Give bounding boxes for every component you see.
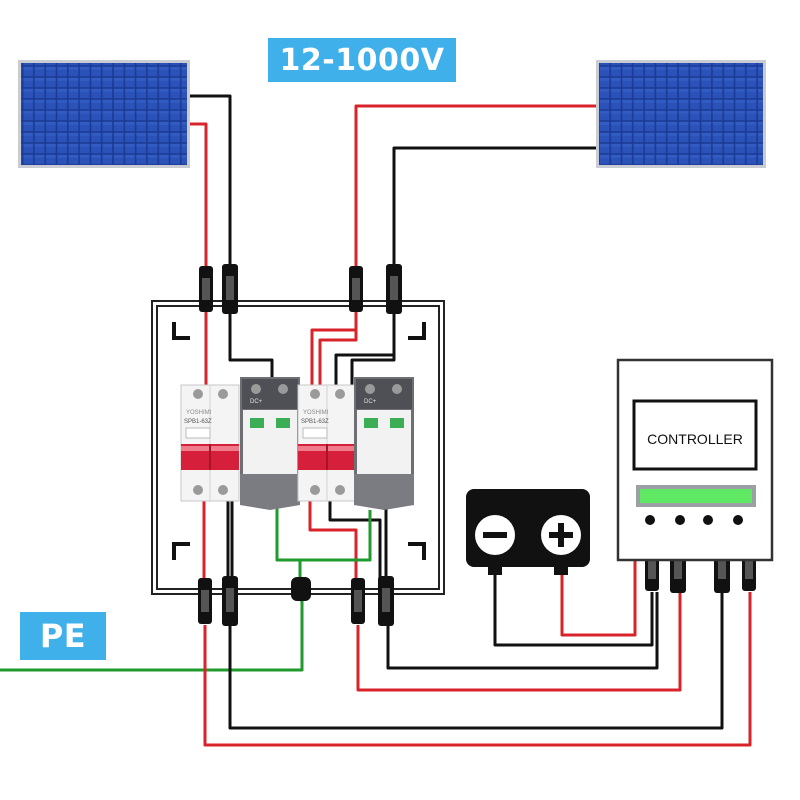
breaker-right-brand: YOSHIMI (303, 410, 329, 416)
breaker-left-model: SPB1-63Z (184, 419, 212, 425)
voltage-badge: 12-1000V (268, 38, 456, 82)
controller-button-1 (645, 515, 655, 525)
wire-left-panel-negative (188, 94, 232, 268)
connector-top-1 (199, 266, 213, 312)
controller-button-4 (733, 515, 743, 525)
connector-bottom-4 (378, 576, 394, 626)
connector-bottom-3 (351, 578, 365, 624)
breaker-left: YOSHIMI SPB1-63Z (180, 384, 240, 502)
wire-earth (275, 505, 372, 562)
solar-panel-left (18, 60, 190, 168)
charge-controller: CONTROLLER (616, 358, 774, 562)
battery (466, 489, 590, 575)
wire-left-panel-positive (190, 122, 208, 268)
solar-panel-right (596, 60, 766, 168)
connector-bottom-1 (198, 578, 212, 624)
controller-button-3 (703, 515, 713, 525)
connector-top-3 (349, 266, 363, 312)
wire-pe (0, 598, 304, 672)
spd-left-label: DC+ (250, 399, 263, 405)
breaker-right-model: SPB1-63Z (301, 419, 329, 425)
wire-right-panel-negative (392, 146, 598, 268)
pe-badge: PE (20, 612, 106, 660)
spd-right-label: DC+ (364, 399, 377, 405)
breaker-right: YOSHIMI SPB1-63Z (297, 384, 357, 502)
spd-right: DC+ (354, 377, 414, 510)
connector-bottom-2 (222, 576, 238, 626)
controller-button-2 (675, 515, 685, 525)
controller-lcd (640, 489, 752, 503)
connector-top-4 (386, 264, 402, 314)
wire-right-panel-positive (354, 104, 598, 268)
connector-top-2 (222, 264, 238, 314)
spd-left: DC+ (240, 377, 300, 510)
cable-gland (291, 577, 311, 601)
breaker-left-brand: YOSHIMI (186, 410, 212, 416)
controller-label: CONTROLLER (647, 431, 743, 447)
